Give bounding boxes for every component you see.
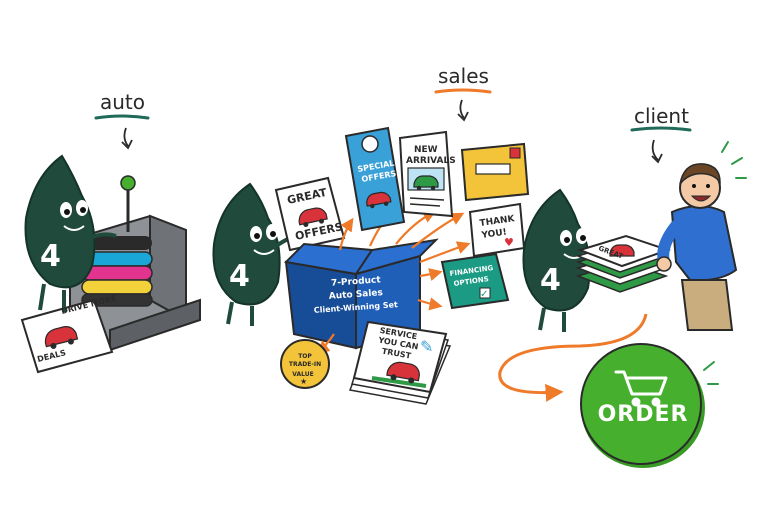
mascot-left: [24, 154, 117, 312]
check-icon: ✓: [480, 289, 488, 300]
client-caption-decoration: [630, 126, 692, 164]
heart-icon: ♥: [504, 236, 514, 249]
order-sparkles: [703, 361, 719, 385]
brochure-line2: ARRIVALS: [406, 156, 456, 166]
press-output-sheet: [20, 298, 114, 374]
caption-client: client: [634, 104, 689, 128]
client-brochure-stack: [575, 234, 672, 293]
caption-sales: sales: [438, 64, 489, 88]
envelope: [460, 142, 530, 202]
client-person: [656, 163, 738, 331]
mascot-right-number: 4: [540, 263, 561, 298]
auto-caption-decoration: [94, 114, 150, 150]
financing-options-tent: [440, 252, 510, 310]
mascot-middle-number: 4: [229, 259, 250, 294]
special-offers-door-hanger: [344, 126, 406, 232]
trade-in-badge: [280, 339, 330, 389]
mascot-left-number: 4: [40, 239, 61, 274]
caption-auto: auto: [100, 90, 146, 114]
box-line1: 7-Product: [331, 275, 382, 288]
order-arrow: [498, 313, 648, 402]
order-button-label[interactable]: ORDER: [597, 402, 689, 427]
brochure-line1: NEW: [414, 145, 438, 155]
badge-line3: VALUE: [292, 371, 313, 378]
thank-you-line2: YOU!: [480, 228, 507, 242]
star-icon: ★: [300, 377, 307, 386]
wrench-icon: ✎: [420, 337, 433, 356]
printing-press: [69, 175, 201, 352]
new-arrivals-brochure: [398, 130, 454, 218]
badge-line2: TRADE-IN: [289, 361, 321, 368]
badge-line1: TOP: [298, 353, 312, 360]
service-brochure-stack: [348, 320, 452, 405]
great-offers-flyer: [274, 176, 346, 252]
mascot-right: [522, 188, 591, 332]
thank-you-line1: THANK: [479, 214, 516, 229]
cart-icon: [614, 370, 668, 407]
box-line2: Auto Sales: [329, 288, 384, 302]
sales-caption-decoration: [434, 88, 492, 122]
order-button[interactable]: [580, 343, 705, 468]
excitement-marks: [721, 141, 747, 179]
